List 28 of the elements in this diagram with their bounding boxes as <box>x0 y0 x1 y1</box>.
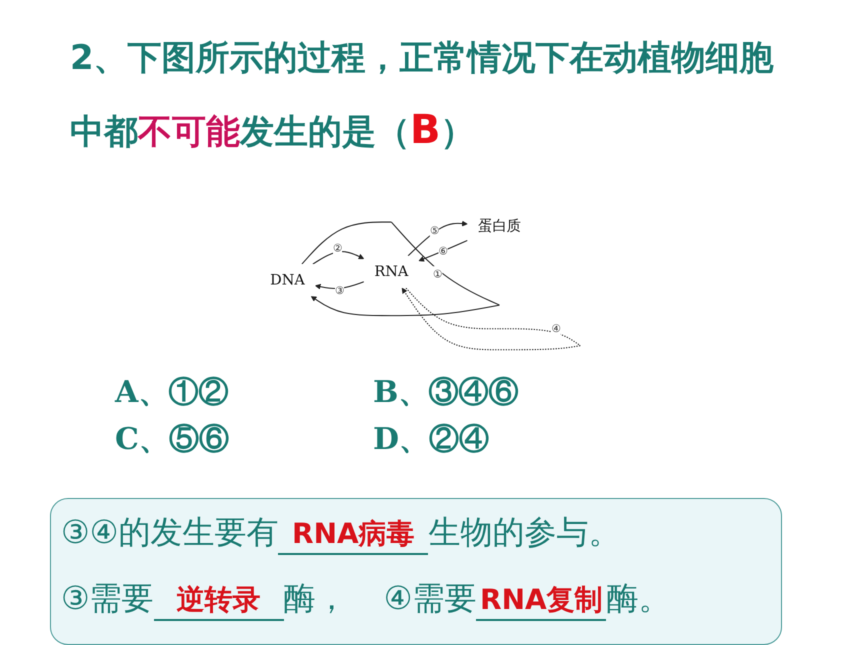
arrow <box>302 222 500 316</box>
edge-label: ⑤ <box>430 224 439 237</box>
arrow <box>312 251 364 265</box>
edge-label: ① <box>433 267 442 280</box>
statement-text: ③需要 <box>61 579 154 617</box>
fill-in-answer: RNA病毒 <box>278 515 428 555</box>
fill-in-answer: RNA复制 <box>476 581 606 621</box>
node-text: DNA <box>270 272 305 288</box>
arrow <box>418 240 468 262</box>
arrow <box>402 288 581 350</box>
statement-text: 酶， <box>284 579 348 617</box>
edge-label: ③ <box>334 284 344 296</box>
edge-label: ⑥ <box>438 244 448 257</box>
statement-text: ④需要 <box>384 579 476 617</box>
statement-text: ③④的发生要有 <box>61 513 278 551</box>
statement-text: 酶。 <box>606 579 670 617</box>
answer-option: B、③④⑥ <box>373 372 631 413</box>
answer-option: D、②④ <box>373 419 631 460</box>
answer-option: A、①② <box>115 372 373 413</box>
edge-label: ② <box>333 242 342 254</box>
node-text: RNA <box>374 264 408 280</box>
arrow <box>408 220 468 256</box>
answer-option: C、⑤⑥ <box>115 419 373 460</box>
node-text: 蛋白质 <box>478 218 522 235</box>
question-text: 2、下图所示的过程，正常情况下在动植物细胞中都不可能发生的是（B） <box>70 37 775 155</box>
statement-text: 生物的参与。 <box>428 513 620 551</box>
fill-in-answer: 逆转录 <box>154 581 284 621</box>
edge-label: ④ <box>551 322 561 335</box>
